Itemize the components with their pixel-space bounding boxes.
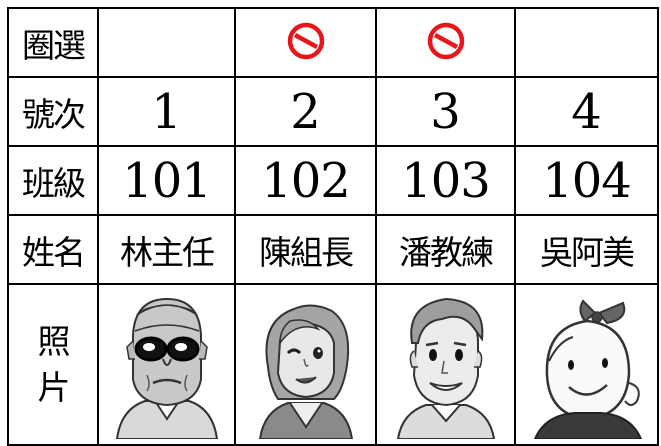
select-cell-4[interactable] — [514, 6, 659, 79]
class-row: 班級 101 102 103 104 — [7, 145, 659, 217]
photo-cell-2 — [234, 283, 377, 446]
photo-cell-1 — [97, 283, 236, 446]
class-header: 班級 — [7, 145, 99, 217]
select-cell-2[interactable] — [234, 6, 377, 79]
candidate-class: 103 — [375, 145, 516, 217]
no-symbol-icon — [287, 22, 324, 59]
candidate-name: 潘教練 — [375, 214, 516, 286]
photo-cell-4 — [514, 283, 659, 446]
photo-header-bottom: 片 — [37, 367, 71, 407]
candidate-class: 104 — [514, 145, 659, 217]
name-row: 姓名 林主任 陳組長 潘教練 吳阿美 — [7, 214, 659, 286]
candidate-class: 102 — [234, 145, 377, 217]
candidate-name: 吳阿美 — [514, 214, 659, 286]
candidate-class: 101 — [97, 145, 236, 217]
woman-winking-portrait — [258, 304, 353, 439]
bald-man-glasses-portrait — [115, 297, 218, 439]
candidate-number: 3 — [375, 76, 516, 148]
smiling-man-portrait — [396, 297, 495, 439]
ballot-table: 圈選 號次 1 2 3 4 班級 101 102 103 104 姓名 林 — [7, 6, 659, 446]
select-row: 圈選 — [7, 6, 659, 79]
candidate-name: 陳組長 — [234, 214, 377, 286]
candidate-number: 1 — [97, 76, 236, 148]
select-cell-1[interactable] — [97, 6, 236, 79]
number-header: 號次 — [7, 76, 99, 148]
candidate-number: 4 — [514, 76, 659, 148]
photo-cell-3 — [375, 283, 516, 446]
photo-header-top: 照 — [37, 321, 71, 361]
number-row: 號次 1 2 3 4 — [7, 76, 659, 148]
photo-header: 照 片 — [7, 283, 99, 446]
select-cell-3[interactable] — [375, 6, 516, 79]
select-header: 圈選 — [7, 6, 99, 79]
girl-with-bow-portrait — [533, 299, 642, 439]
candidate-number: 2 — [234, 76, 377, 148]
no-symbol-icon — [427, 22, 464, 59]
name-header: 姓名 — [7, 214, 99, 286]
photo-row: 照 片 — [7, 283, 659, 446]
candidate-name: 林主任 — [97, 214, 236, 286]
